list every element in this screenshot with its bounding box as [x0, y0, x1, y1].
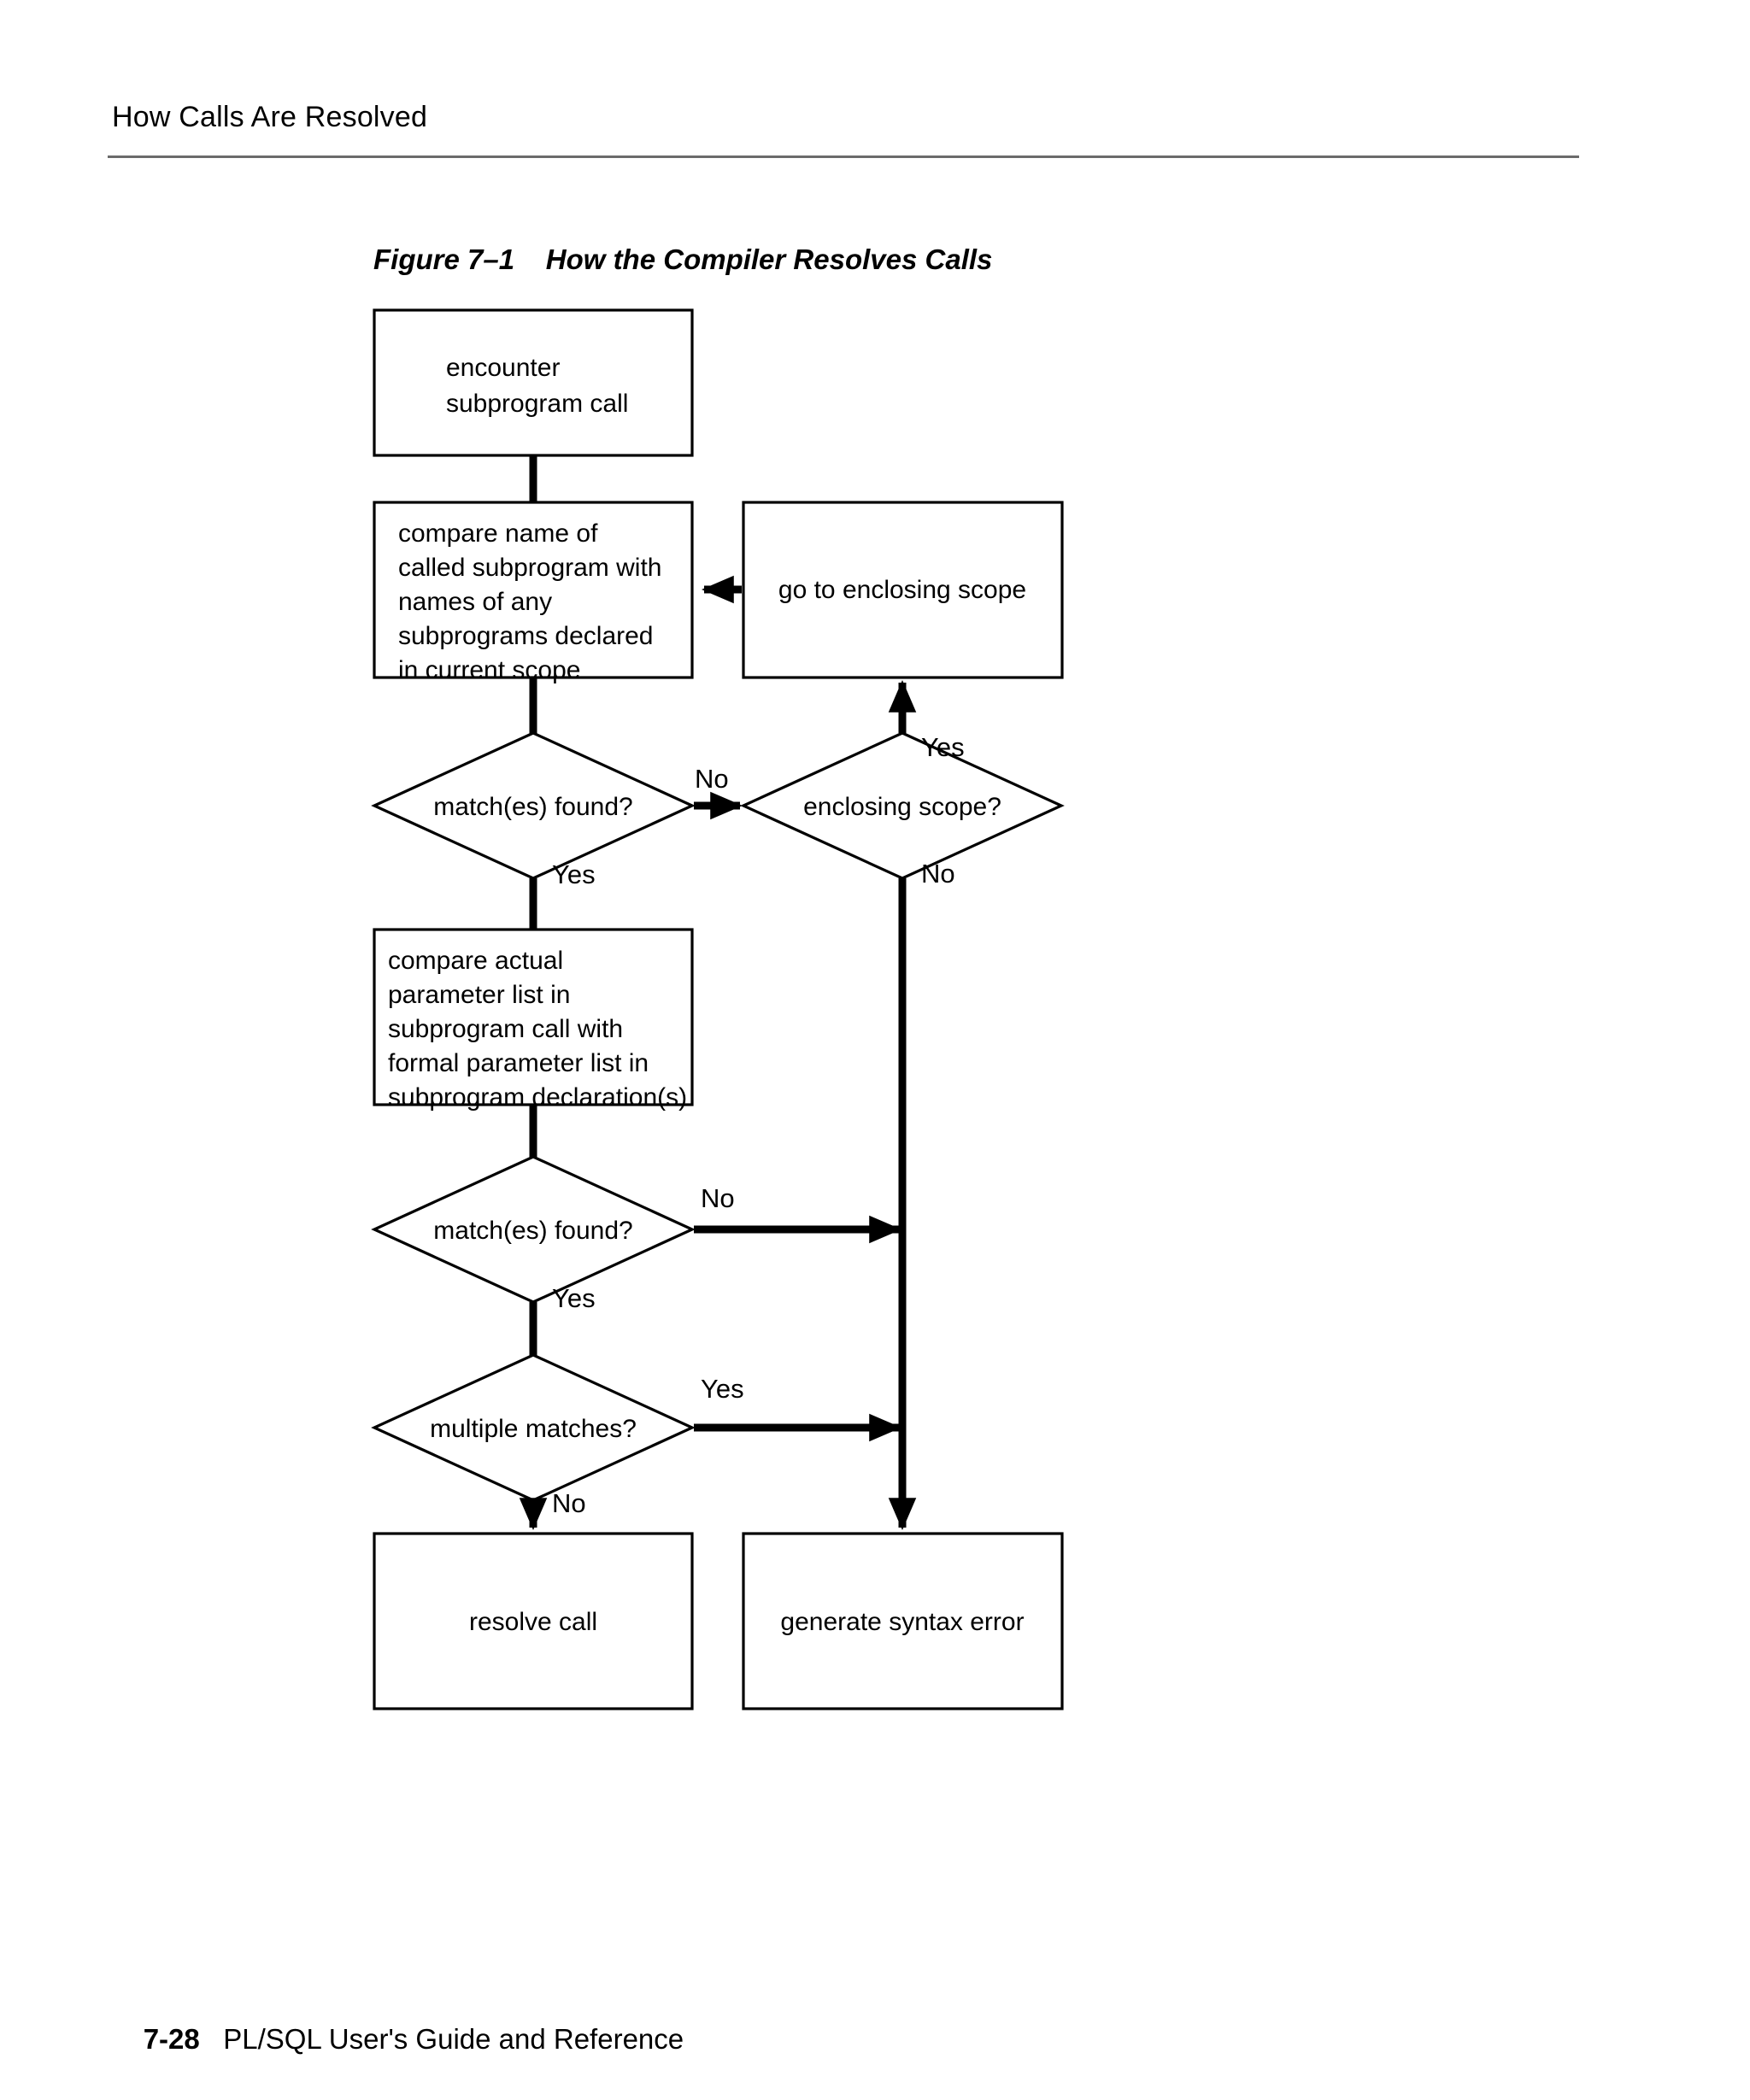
node-generate-syntax-error: generate syntax error — [742, 1532, 1064, 1710]
node-compare-names-line-0: compare name of — [398, 519, 598, 548]
node-go-to-enclosing-scope-label: go to enclosing scope — [778, 576, 1026, 604]
edge-label-multiple-no: No — [552, 1488, 586, 1518]
edge-label-match1-yes: Yes — [552, 859, 596, 889]
footer-title: PL/SQL User's Guide and Reference — [223, 2023, 684, 2055]
node-matches-found-1: match(es) found? — [371, 731, 696, 880]
node-compare-names: compare name of called subprogram with n… — [373, 501, 694, 684]
running-head: How Calls Are Resolved — [112, 101, 428, 133]
node-compare-names-line-1: called subprogram with — [398, 554, 661, 582]
node-go-to-enclosing-scope: go to enclosing scope — [742, 501, 1064, 679]
edge-label-enclosing-yes: Yes — [921, 732, 965, 762]
node-multiple-matches: multiple matches? — [371, 1353, 696, 1502]
figure-flowchart: encounter subprogram call compare name o… — [0, 290, 1750, 1743]
figure-caption: Figure 7–1 How the Compiler Resolves Cal… — [373, 243, 993, 275]
node-compare-params: compare actual parameter list in subprog… — [373, 928, 694, 1112]
node-compare-params-line-0: compare actual — [388, 947, 563, 975]
node-generate-syntax-error-label: generate syntax error — [780, 1608, 1024, 1636]
node-compare-names-line-2: names of any — [398, 588, 552, 616]
edge-label-match2-yes: Yes — [552, 1283, 596, 1313]
node-compare-params-line-3: formal parameter list in — [388, 1049, 649, 1077]
node-resolve-call: resolve call — [373, 1532, 694, 1710]
node-compare-params-line-1: parameter list in — [388, 981, 570, 1009]
node-encounter-call-line-0: encounter — [446, 354, 560, 382]
edge-label-multiple-yes: Yes — [701, 1374, 744, 1404]
node-encounter-call-line-1: subprogram call — [446, 390, 628, 418]
node-compare-names-line-3: subprograms declared — [398, 622, 654, 650]
node-matches-found-2-label: match(es) found? — [433, 1217, 632, 1245]
node-multiple-matches-label: multiple matches? — [430, 1415, 637, 1443]
node-enclosing-scope: enclosing scope? — [740, 731, 1065, 880]
edge-label-enclosing-no: No — [921, 859, 955, 889]
node-encounter-call: encounter subprogram call — [373, 308, 694, 457]
edge-label-match2-no: No — [701, 1183, 735, 1213]
node-compare-names-line-4: in current scope — [398, 656, 580, 684]
node-matches-found-1-label: match(es) found? — [433, 793, 632, 821]
footer-spacer — [200, 2023, 224, 2055]
flowchart-svg: encounter subprogram call compare name o… — [371, 308, 1065, 1710]
node-resolve-call-label: resolve call — [469, 1608, 597, 1636]
node-compare-params-line-4: subprogram declaration(s) — [388, 1083, 687, 1112]
page-footer: 7-28 PL/SQL User's Guide and Reference — [112, 1991, 684, 2088]
node-enclosing-scope-label: enclosing scope? — [803, 793, 1001, 821]
node-matches-found-2: match(es) found? — [371, 1155, 696, 1304]
header-rule — [108, 155, 1579, 158]
node-compare-params-line-2: subprogram call with — [388, 1015, 623, 1043]
footer-page-number: 7-28 — [143, 2023, 200, 2055]
edge-label-match1-no: No — [695, 764, 729, 794]
